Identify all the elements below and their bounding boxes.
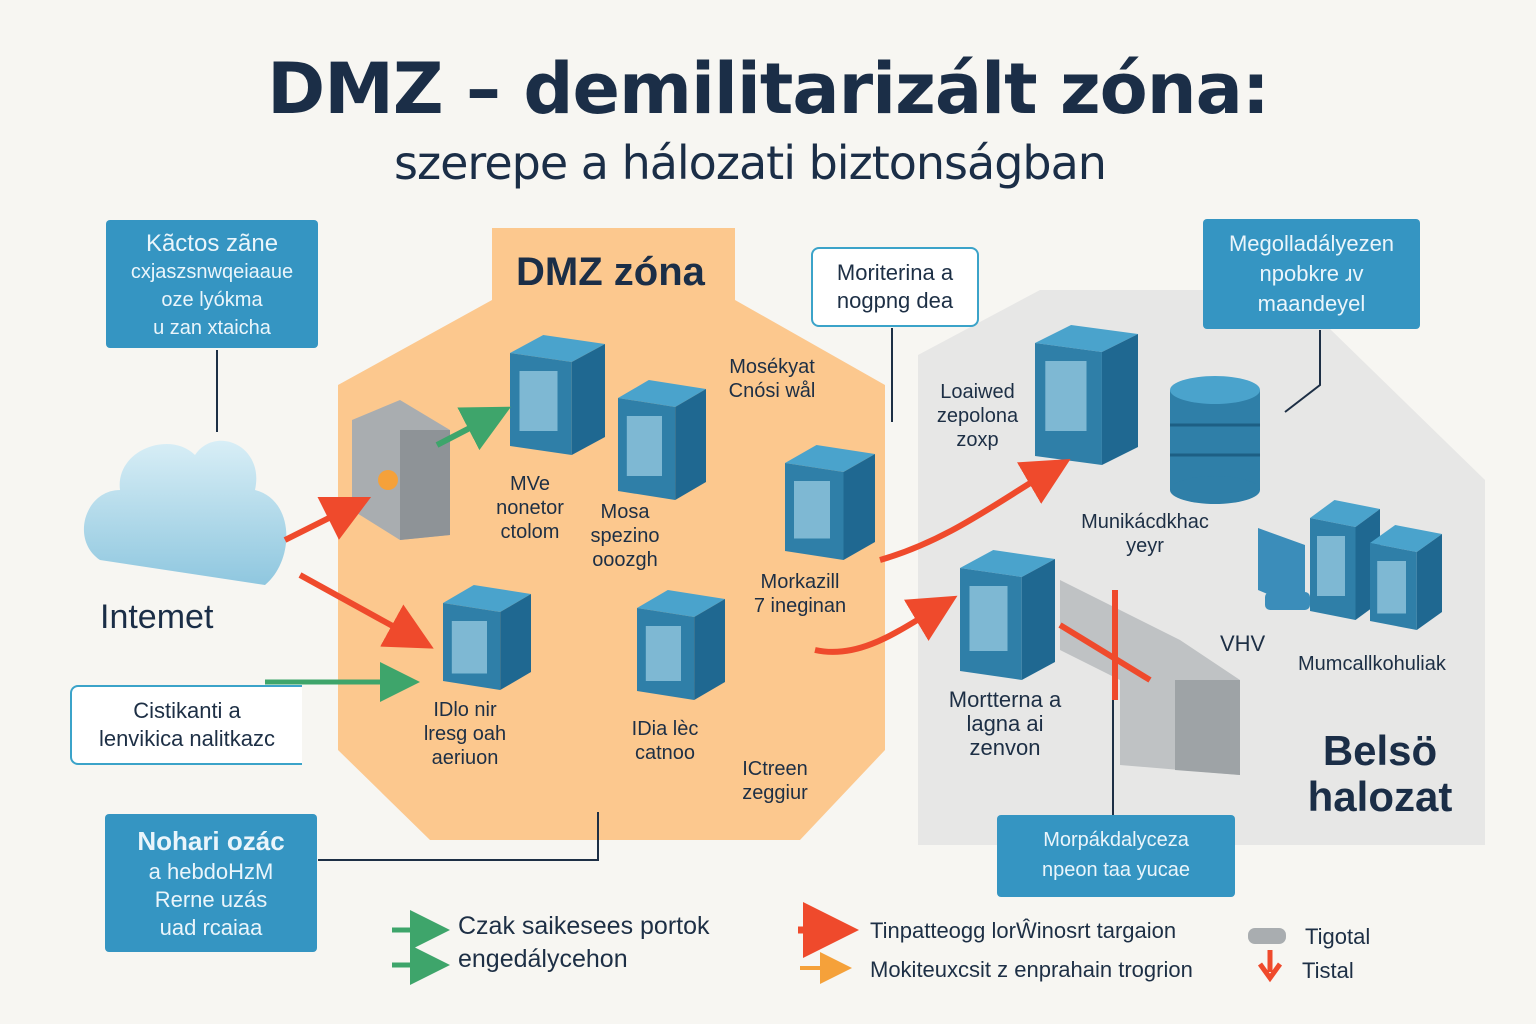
label-line: nonetor	[496, 497, 564, 519]
label-line: IDia lèc	[631, 718, 699, 740]
legend-text: Czak saikesees portok	[458, 912, 710, 940]
server-icon	[785, 445, 875, 560]
label-line: catnoo	[634, 742, 696, 764]
callout-connectors	[216, 328, 1321, 861]
internal-label-line: Belsö	[1322, 727, 1438, 774]
callout-line: Moriterina a	[836, 260, 954, 285]
workstation-icon	[1258, 528, 1310, 610]
label-line: ICtreen	[742, 758, 808, 780]
legend-down-arrow-icon	[1257, 950, 1283, 983]
label-line: IDlo nir	[433, 699, 497, 721]
callout-left-mid: Cistikanti a lenvikica nalitkazc	[70, 685, 302, 765]
server-icon	[443, 585, 531, 690]
traffic-arrow-red	[298, 572, 434, 649]
label-line: Morkazill	[760, 571, 840, 593]
callout-line: Rerne uzás	[154, 887, 268, 912]
internal-zone-label: Belsö halozat	[1290, 728, 1470, 820]
page-subtitle: szerepe a hálozati biztonságban	[394, 136, 1107, 190]
label-line: ooozgh	[592, 549, 658, 571]
traffic-arrow-red	[879, 458, 1071, 563]
label-line: Munikácdkhac	[1081, 511, 1209, 533]
server-icon	[618, 380, 706, 500]
label-line: lagna ai	[966, 711, 1044, 736]
label-line: lresg oah	[423, 723, 507, 745]
label-line: 7 ineginan	[753, 595, 847, 617]
callout-top-center: Moriterina a nogpng dea	[811, 247, 979, 327]
legend-down: Tistal	[1302, 958, 1354, 983]
callout-line: Cistikanti a	[133, 698, 241, 723]
dmz-zone	[338, 228, 885, 840]
label-line: ctolom	[500, 521, 560, 543]
label-line: zeggiur	[742, 782, 808, 804]
callout-line: Megolladályezen	[1228, 231, 1395, 256]
legend-text: engedálycehon	[458, 945, 628, 973]
label-line: Mosa	[600, 501, 650, 523]
legend-gray-swatch	[1248, 928, 1286, 944]
callout-line: maandeyel	[1257, 291, 1366, 316]
callout-line: nogpng dea	[836, 288, 954, 313]
label-line: zenvon	[969, 735, 1041, 760]
label-line: zoxp	[956, 429, 999, 451]
callout-line: u zan xtaicha	[153, 317, 271, 339]
internal-label-line: halozat	[1307, 773, 1453, 820]
internet-cloud-icon	[83, 440, 287, 585]
legend-green: Czak saikesees portok engedálycehon	[458, 910, 710, 976]
traffic-arrow-red	[283, 496, 372, 543]
label-line: Mortterna a	[948, 687, 1062, 712]
label-line: MVe	[509, 473, 551, 495]
server-icon	[1035, 325, 1138, 465]
callout-bottom-left: Nohari ozác a hebdoHzM Rerne uzás uad rc…	[105, 814, 317, 952]
server-icon	[960, 550, 1055, 680]
label-line: spezino	[590, 525, 660, 547]
label-mumcall: Mumcallkohuliak	[1298, 653, 1446, 675]
legend-orange: Mokiteuxcsit z enprahain trogrion	[870, 957, 1193, 982]
legend-gray: Tigotal	[1305, 924, 1371, 949]
callout-line: oze lyókma	[161, 289, 263, 311]
callout-line: npobkre ɹv	[1259, 261, 1364, 286]
label-line: yeyr	[1126, 535, 1164, 557]
label-line: Cnósi wål	[728, 380, 816, 402]
label-line: zepolona	[936, 405, 1019, 427]
traffic-arrow-red	[814, 595, 958, 655]
server-icon	[1310, 500, 1380, 620]
server-icon	[510, 335, 605, 455]
callout-line: lenvikica nalitkazc	[98, 726, 276, 751]
callout-heading: Nohari ozác	[137, 826, 285, 856]
label-line: Loaiwed	[940, 381, 1015, 403]
callout-bottom-right: Morpákdalyceza npeon taa yucae	[997, 815, 1235, 897]
label-line: aeriuon	[431, 747, 499, 769]
server-icon	[637, 590, 725, 700]
label-line: Mosékyat	[729, 356, 815, 378]
callout-line: cxjaszsnwqeiaaue	[130, 261, 294, 283]
traffic-arrow-green	[435, 406, 511, 451]
firewall-icon	[352, 400, 450, 540]
callout-top-right: Megolladályezen npobkre ɹv maandeyel	[1203, 219, 1420, 329]
callout-line: npeon taa yucae	[1042, 859, 1190, 881]
callout-line: Morpákdalyceza	[1043, 829, 1189, 851]
legend-red: Tinpatteogg lorŴinosrt targaion	[870, 918, 1177, 943]
callout-heading: Kãctos zãne	[145, 230, 279, 257]
page-title: DMZ – demilitarizált zóna:	[267, 48, 1270, 130]
database-icon	[1170, 376, 1260, 504]
server-icon	[1370, 525, 1442, 630]
callout-line: a hebdoHzM	[148, 859, 274, 884]
blocked-marker	[1058, 622, 1152, 683]
internet-label: Intemet	[100, 598, 214, 636]
dmz-zone-label: DMZ zóna	[516, 250, 705, 294]
label-vhv: VHV	[1220, 631, 1266, 656]
callout-line: uad rcaiaa	[159, 915, 263, 940]
callout-top-left: Kãctos zãne cxjaszsnwqeiaaue oze lyókma …	[106, 220, 318, 348]
